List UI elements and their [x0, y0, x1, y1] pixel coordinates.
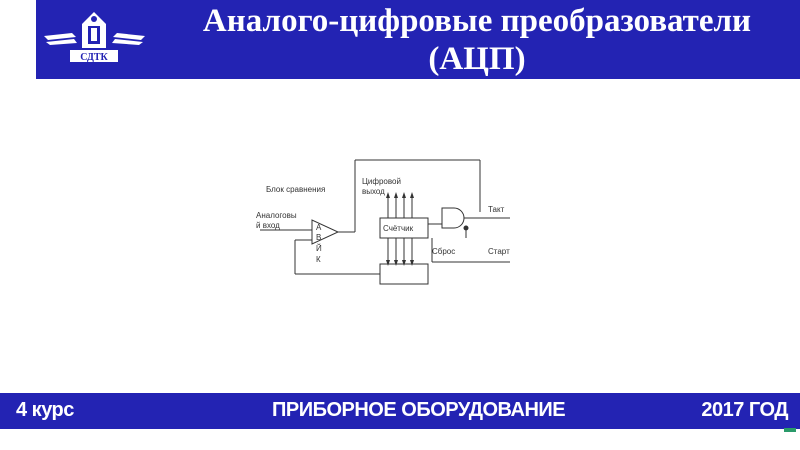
label-counter: Счётчик: [383, 224, 414, 233]
footer-bar: 4 курс ПРИБОРНОЕ ОБОРУДОВАНИЕ 2017 ГОД: [0, 393, 800, 429]
label-start: Старт: [488, 247, 510, 256]
label-reset: Сброс: [432, 247, 455, 256]
label-digital-output-1: Цифровой: [362, 177, 401, 186]
page-title-line2: (АЦП): [428, 41, 526, 77]
comparator-letter-a: А: [316, 223, 322, 232]
logo-text: СДТК: [80, 52, 108, 63]
adc-circuit-diagram: Блок сравнения Аналоговы й вход Цифровой…: [256, 159, 510, 285]
label-analog-input-1: Аналоговы: [256, 211, 297, 220]
comparator-letter-b: В: [316, 233, 321, 242]
comparator-letter-c: Й: [316, 244, 322, 253]
header-bar: СДТК Аналого-цифровые преобразователи (А…: [36, 0, 800, 79]
page-title: Аналого-цифровые преобразователи (АЦП): [154, 0, 800, 81]
comparator-symbol: [311, 219, 340, 245]
logo-icon: СДТК: [44, 12, 145, 63]
label-digital-output-2: выход: [362, 187, 385, 196]
footer-year: 2017 ГОД: [701, 399, 788, 421]
label-analog-input-2: й вход: [256, 221, 280, 230]
comparator-letter-d: К: [316, 255, 321, 264]
corner-marker: [784, 428, 796, 432]
label-clock: Такт: [488, 205, 505, 214]
and-gate-symbol: [441, 207, 465, 229]
label-comparator-block: Блок сравнения: [266, 185, 325, 194]
footer-subject: ПРИБОРНОЕ ОБОРУДОВАНИЕ: [272, 399, 566, 421]
dac-box: [379, 263, 429, 285]
footer-course: 4 курс: [16, 399, 74, 421]
page-title-line1: Аналого-цифровые преобразователи: [202, 3, 752, 39]
